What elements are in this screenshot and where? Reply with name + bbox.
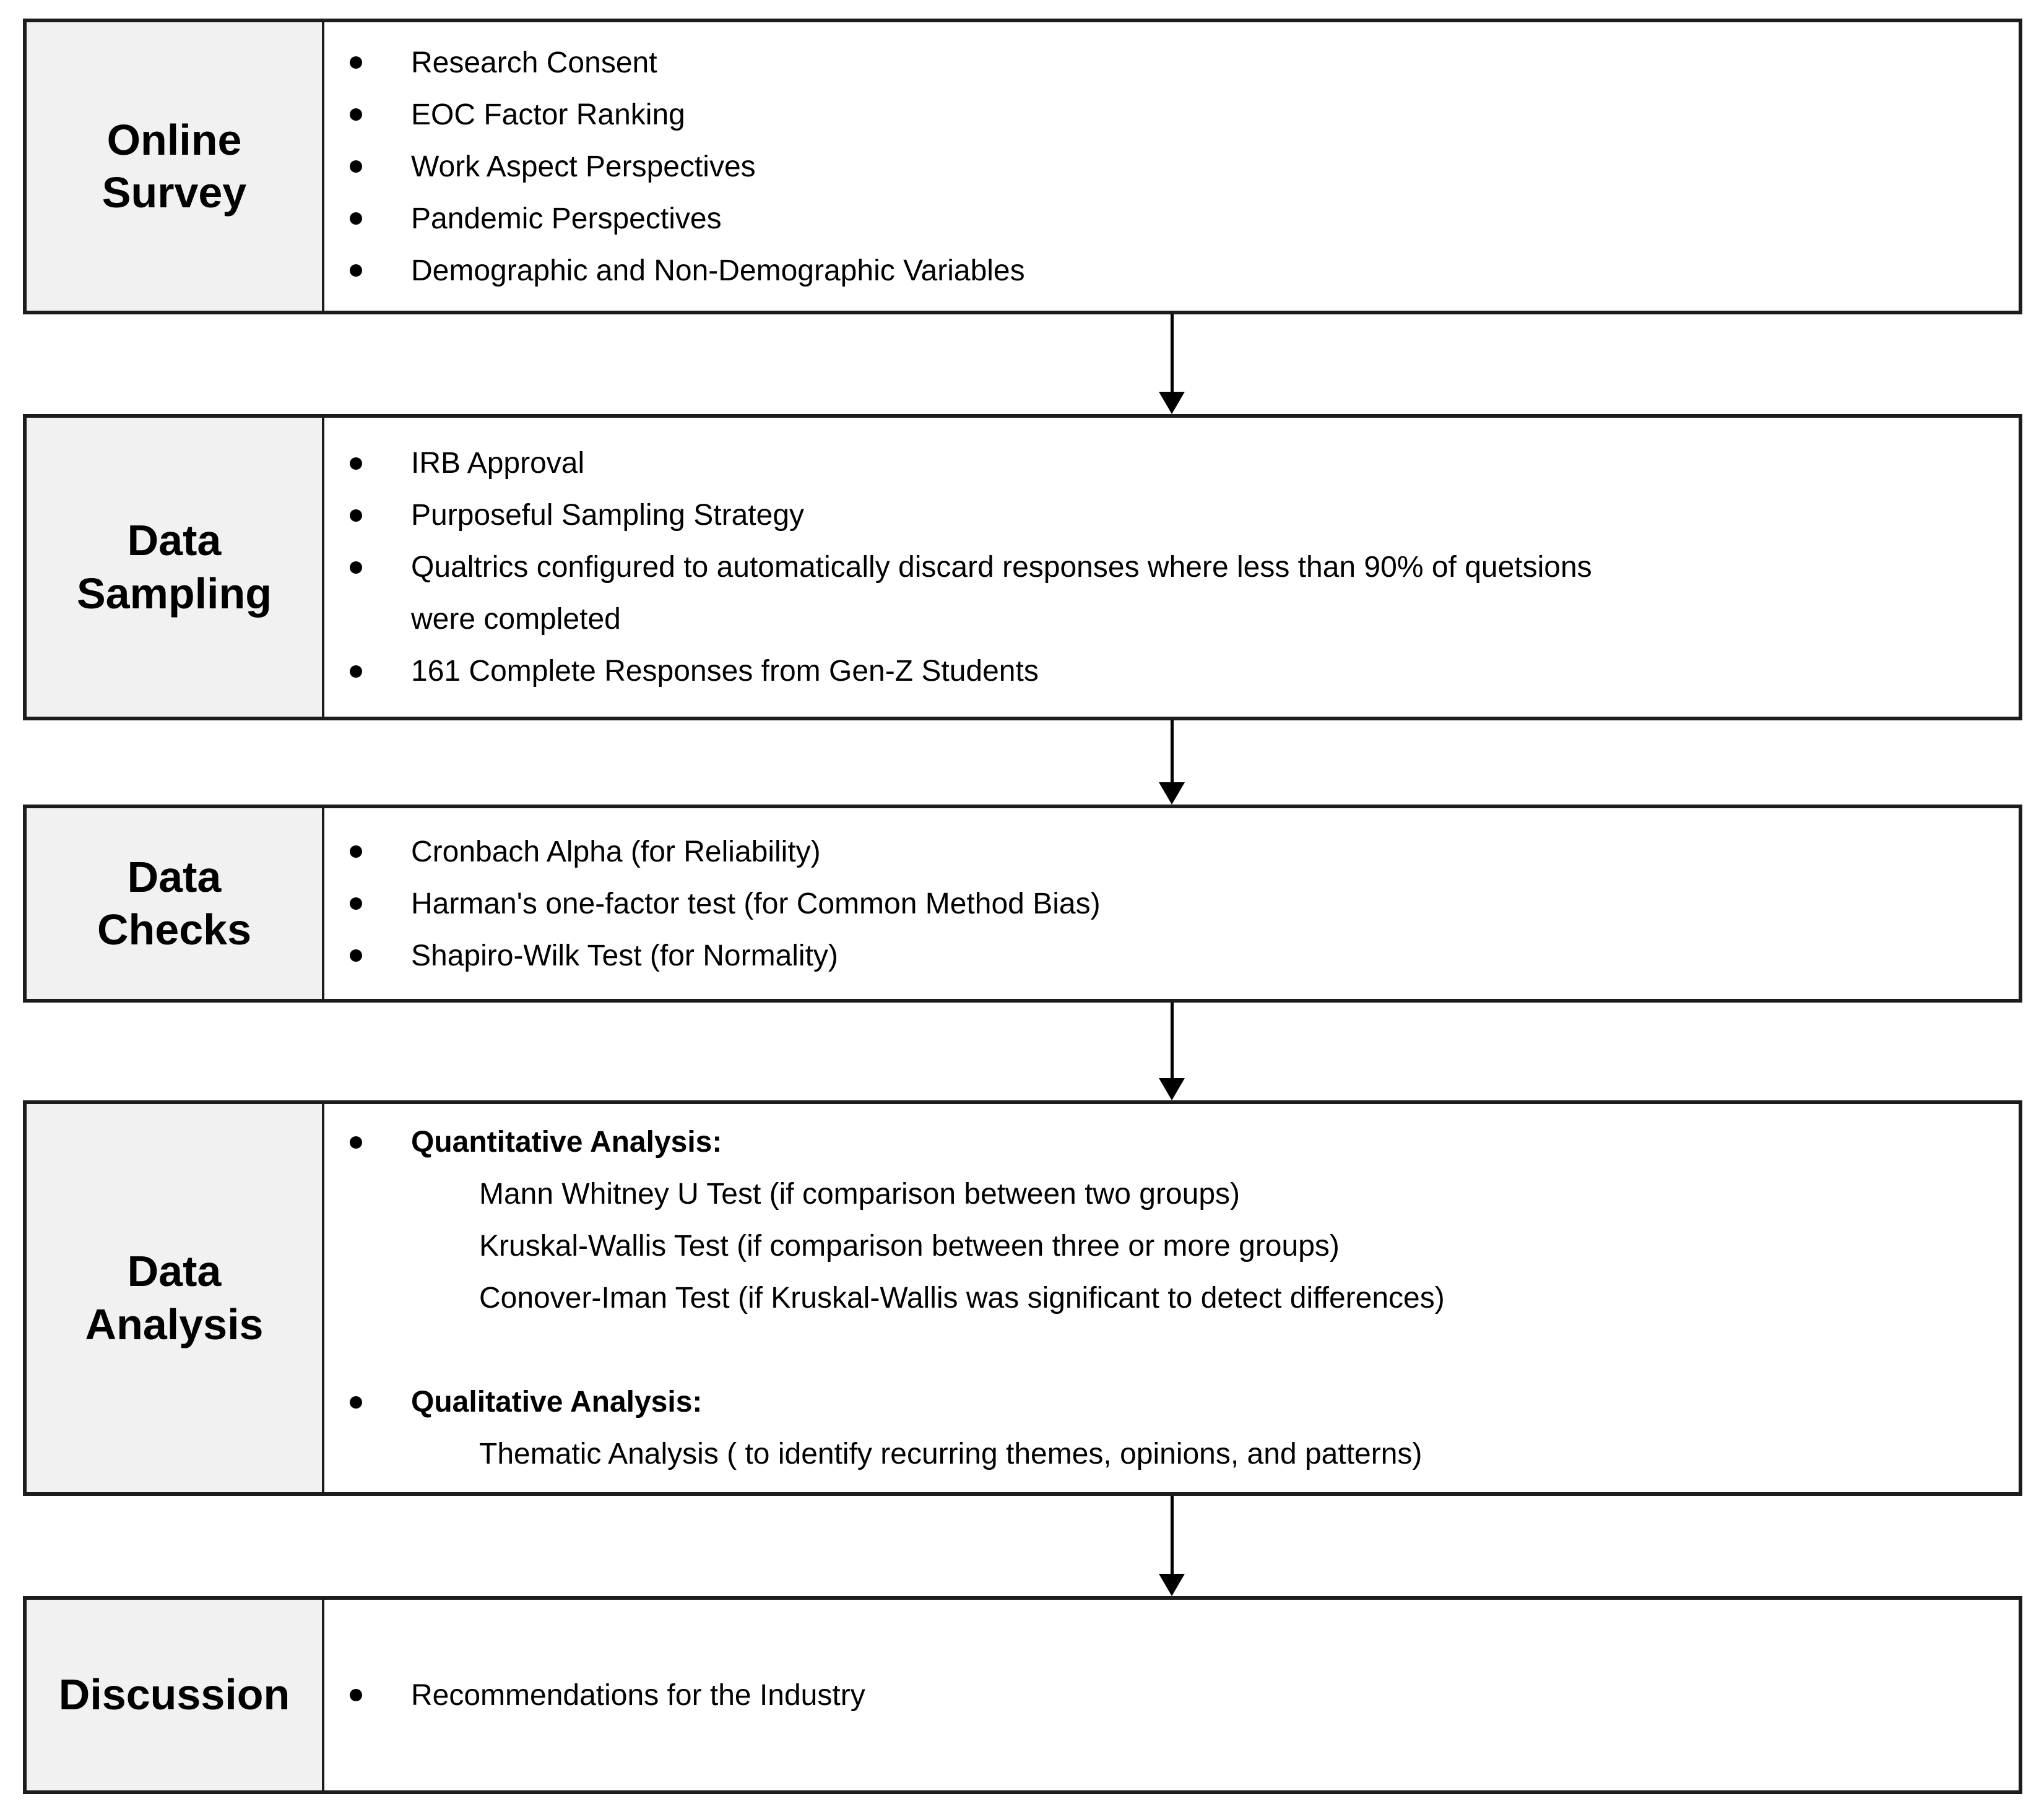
stage-title: Discussion — [58, 1670, 290, 1719]
arrow-down-icon — [1159, 1078, 1185, 1100]
list-item: were completed — [324, 593, 2019, 645]
list-item-text: 161 Complete Responses from Gen-Z Studen… — [411, 655, 1039, 688]
stage-label-cell: Data Analysis — [27, 1104, 324, 1492]
bullet-icon — [350, 457, 411, 470]
list-item-text: Qualtrics configured to automatically di… — [411, 551, 1592, 584]
list-item-text: Harman's one-factor test (for Common Met… — [411, 887, 1101, 920]
bullet-icon — [350, 160, 411, 173]
bullet-icon — [350, 949, 411, 962]
stage-item-list: Quantitative Analysis: Mann Whitney U Tes… — [324, 1116, 2019, 1480]
flow-stage: Discussion Recommendations for the Indus… — [23, 1596, 2022, 1794]
arrow-stem — [1171, 720, 1174, 783]
list-item: Pandemic Perspectives — [324, 192, 2019, 244]
list-item-text: Quantitative Analysis: — [411, 1126, 722, 1159]
stage-label-cell: Online Survey — [27, 22, 324, 311]
list-item: Recommendations for the Industry — [324, 1669, 2019, 1721]
list-item-text: Demographic and Non-Demographic Variable… — [411, 254, 1025, 287]
stage-label-cell: Data Checks — [27, 808, 324, 999]
stage-item-list: Cronbach Alpha (for Reliability) Harman's… — [324, 826, 2019, 982]
stage-title: Data Sampling — [76, 516, 272, 618]
list-item-text: Pandemic Perspectives — [411, 202, 722, 235]
arrow-down-icon — [1159, 782, 1185, 805]
stage-label-cell: Data Sampling — [27, 418, 324, 717]
bullet-icon — [350, 212, 411, 225]
stage-content-cell: Recommendations for the Industry — [324, 1600, 2019, 1790]
bullet-icon — [350, 1136, 411, 1149]
bullet-icon — [350, 1396, 411, 1409]
flow-stage: Data Checks Cronbach Alpha (for Reliabil… — [23, 805, 2022, 1003]
bullet-icon — [350, 897, 411, 910]
flow-connector — [23, 1496, 2022, 1596]
bullet-icon — [350, 264, 411, 277]
stage-content-cell: Quantitative Analysis: Mann Whitney U Tes… — [324, 1104, 2019, 1492]
list-item-text: Purposeful Sampling Strategy — [411, 499, 805, 532]
list-item: Thematic Analysis ( to identify recurrin… — [324, 1428, 2019, 1480]
list-item: Cronbach Alpha (for Reliability) — [324, 826, 2019, 878]
list-item: Quantitative Analysis: — [324, 1116, 2019, 1168]
list-item-text: Cronbach Alpha (for Reliability) — [411, 835, 821, 868]
list-item: Research Consent — [324, 37, 2019, 88]
bullet-icon — [350, 665, 411, 678]
bullet-icon — [350, 509, 411, 522]
bullet-icon — [350, 1689, 411, 1701]
flow-connector — [23, 720, 2022, 805]
list-item: Shapiro-Wilk Test (for Normality) — [324, 930, 2019, 982]
stage-title: Data Analysis — [85, 1247, 264, 1349]
bullet-icon — [350, 108, 411, 121]
arrow-down-icon — [1159, 392, 1185, 414]
flow-connector — [23, 314, 2022, 414]
arrow-down-icon — [1159, 1574, 1185, 1596]
list-item-text: Conover-Iman Test (if Kruskal-Wallis was… — [479, 1282, 1445, 1314]
list-item: Purposeful Sampling Strategy — [324, 490, 2019, 542]
list-item: Kruskal-Wallis Test (if comparison betwe… — [324, 1220, 2019, 1272]
list-item: IRB Approval — [324, 438, 2019, 490]
stage-content-cell: Cronbach Alpha (for Reliability) Harman's… — [324, 808, 2019, 999]
stage-title: Online Survey — [102, 115, 247, 217]
list-item: Work Aspect Perspectives — [324, 140, 2019, 192]
arrow-stem — [1171, 1496, 1174, 1575]
list-item-text: Qualitative Analysis: — [411, 1386, 703, 1418]
list-item-text: IRB Approval — [411, 447, 585, 480]
list-item-text: Work Aspect Perspectives — [411, 150, 756, 183]
list-item: Harman's one-factor test (for Common Met… — [324, 878, 2019, 930]
list-item-text: Research Consent — [411, 46, 657, 79]
list-item-text: Thematic Analysis ( to identify recurrin… — [479, 1438, 1423, 1470]
stage-title: Data Checks — [97, 852, 252, 954]
arrow-stem — [1171, 314, 1174, 393]
arrow-stem — [1171, 1003, 1174, 1079]
bullet-icon — [350, 845, 411, 858]
flow-connector — [23, 1003, 2022, 1100]
list-item: Qualitative Analysis: — [324, 1376, 2019, 1428]
list-item: Mann Whitney U Test (if comparison betwe… — [324, 1168, 2019, 1220]
list-item-text: EOC Factor Ranking — [411, 98, 685, 131]
list-item: EOC Factor Ranking — [324, 88, 2019, 140]
list-item-text: Shapiro-Wilk Test (for Normality) — [411, 939, 838, 972]
stage-item-list: Recommendations for the Industry — [324, 1669, 2019, 1721]
list-item: 161 Complete Responses from Gen-Z Studen… — [324, 645, 2019, 697]
list-spacer — [324, 1324, 2019, 1376]
list-item-text: Mann Whitney U Test (if comparison betwe… — [479, 1178, 1240, 1211]
flow-stage: Data Analysis Quantitative Analysis: Mann… — [23, 1100, 2022, 1496]
list-item-text: were completed — [411, 603, 621, 636]
list-item: Qualtrics configured to automatically di… — [324, 542, 2019, 593]
list-item-text: Recommendations for the Industry — [411, 1678, 865, 1712]
list-item: Demographic and Non-Demographic Variable… — [324, 244, 2019, 296]
bullet-icon — [350, 561, 411, 574]
bullet-icon — [350, 56, 411, 69]
stage-label-cell: Discussion — [27, 1600, 324, 1790]
list-item-text: Kruskal-Wallis Test (if comparison betwe… — [479, 1230, 1340, 1262]
list-item: Conover-Iman Test (if Kruskal-Wallis was… — [324, 1272, 2019, 1324]
